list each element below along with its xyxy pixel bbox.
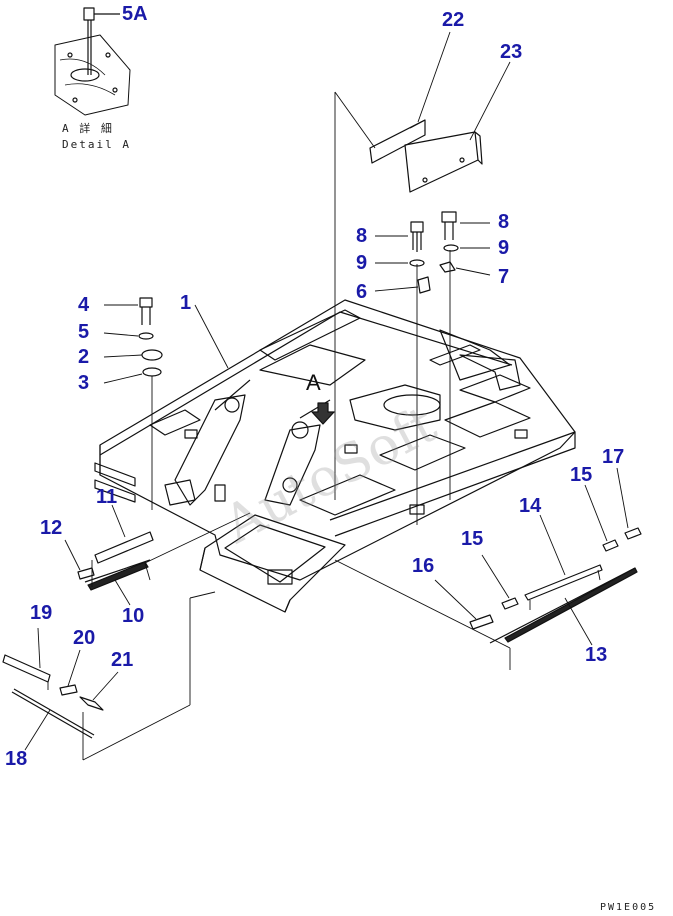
callout-8-right: 8 — [498, 211, 510, 233]
bolt-4 — [139, 297, 153, 325]
plate-13 — [489, 567, 638, 644]
plate-7 — [439, 261, 456, 273]
detail-caption-jp: A 詳 細 — [62, 122, 114, 135]
washer-5 — [138, 332, 154, 340]
cover-23 — [404, 131, 483, 193]
callout-9-right: 9 — [498, 237, 510, 259]
callout-12: 12 — [40, 517, 63, 539]
callout-18: 18 — [5, 748, 28, 770]
cover-20 — [59, 684, 78, 696]
callout-22: 22 — [442, 9, 465, 31]
washer-9-right — [443, 244, 459, 252]
block-6 — [417, 276, 431, 294]
cover-15-left — [501, 597, 519, 610]
callout-11: 11 — [96, 486, 118, 508]
callout-23: 23 — [500, 41, 523, 63]
drawing-code: PW1E005 — [600, 902, 657, 913]
cover-11 — [94, 531, 154, 564]
cover-14 — [524, 564, 603, 601]
callout-15-right: 15 — [570, 464, 593, 486]
detail-a-inset — [54, 7, 131, 116]
callout-5a: 5A — [122, 3, 148, 25]
callout-10: 10 — [122, 605, 145, 627]
bolt-8-left — [410, 221, 424, 252]
shim-3 — [142, 367, 162, 377]
callout-7: 7 — [498, 266, 510, 288]
callout-13: 13 — [585, 644, 608, 666]
cover-17 — [624, 527, 642, 540]
cover-22 — [369, 119, 426, 164]
revolving-frame-1 — [94, 299, 576, 613]
cover-12 — [77, 567, 95, 580]
callout-8-left: 8 — [356, 225, 368, 247]
leader-lines — [24, 13, 629, 761]
callout-19: 19 — [30, 602, 53, 624]
view-letter-a: A — [306, 370, 321, 395]
callout-14: 14 — [519, 495, 542, 517]
callout-2: 2 — [78, 346, 90, 368]
cover-15-right — [602, 539, 619, 552]
callout-4: 4 — [78, 294, 90, 316]
callout-9-left: 9 — [356, 252, 368, 274]
cover-16 — [469, 614, 494, 630]
callout-5: 5 — [78, 321, 90, 343]
bolt-8-right — [441, 211, 457, 240]
cover-19 — [2, 654, 51, 683]
callout-20: 20 — [73, 627, 96, 649]
callout-6: 6 — [356, 281, 368, 303]
plate-18 — [11, 688, 95, 739]
callout-21: 21 — [111, 649, 134, 671]
plate-10 — [84, 559, 151, 591]
callout-3: 3 — [78, 372, 90, 394]
detail-caption-en: Detail A — [62, 138, 131, 151]
callout-15-left: 15 — [461, 528, 484, 550]
callout-16: 16 — [412, 555, 435, 577]
callout-17: 17 — [602, 446, 625, 468]
cap-2 — [141, 349, 163, 361]
callout-1: 1 — [180, 292, 192, 314]
cover-21 — [79, 696, 104, 711]
